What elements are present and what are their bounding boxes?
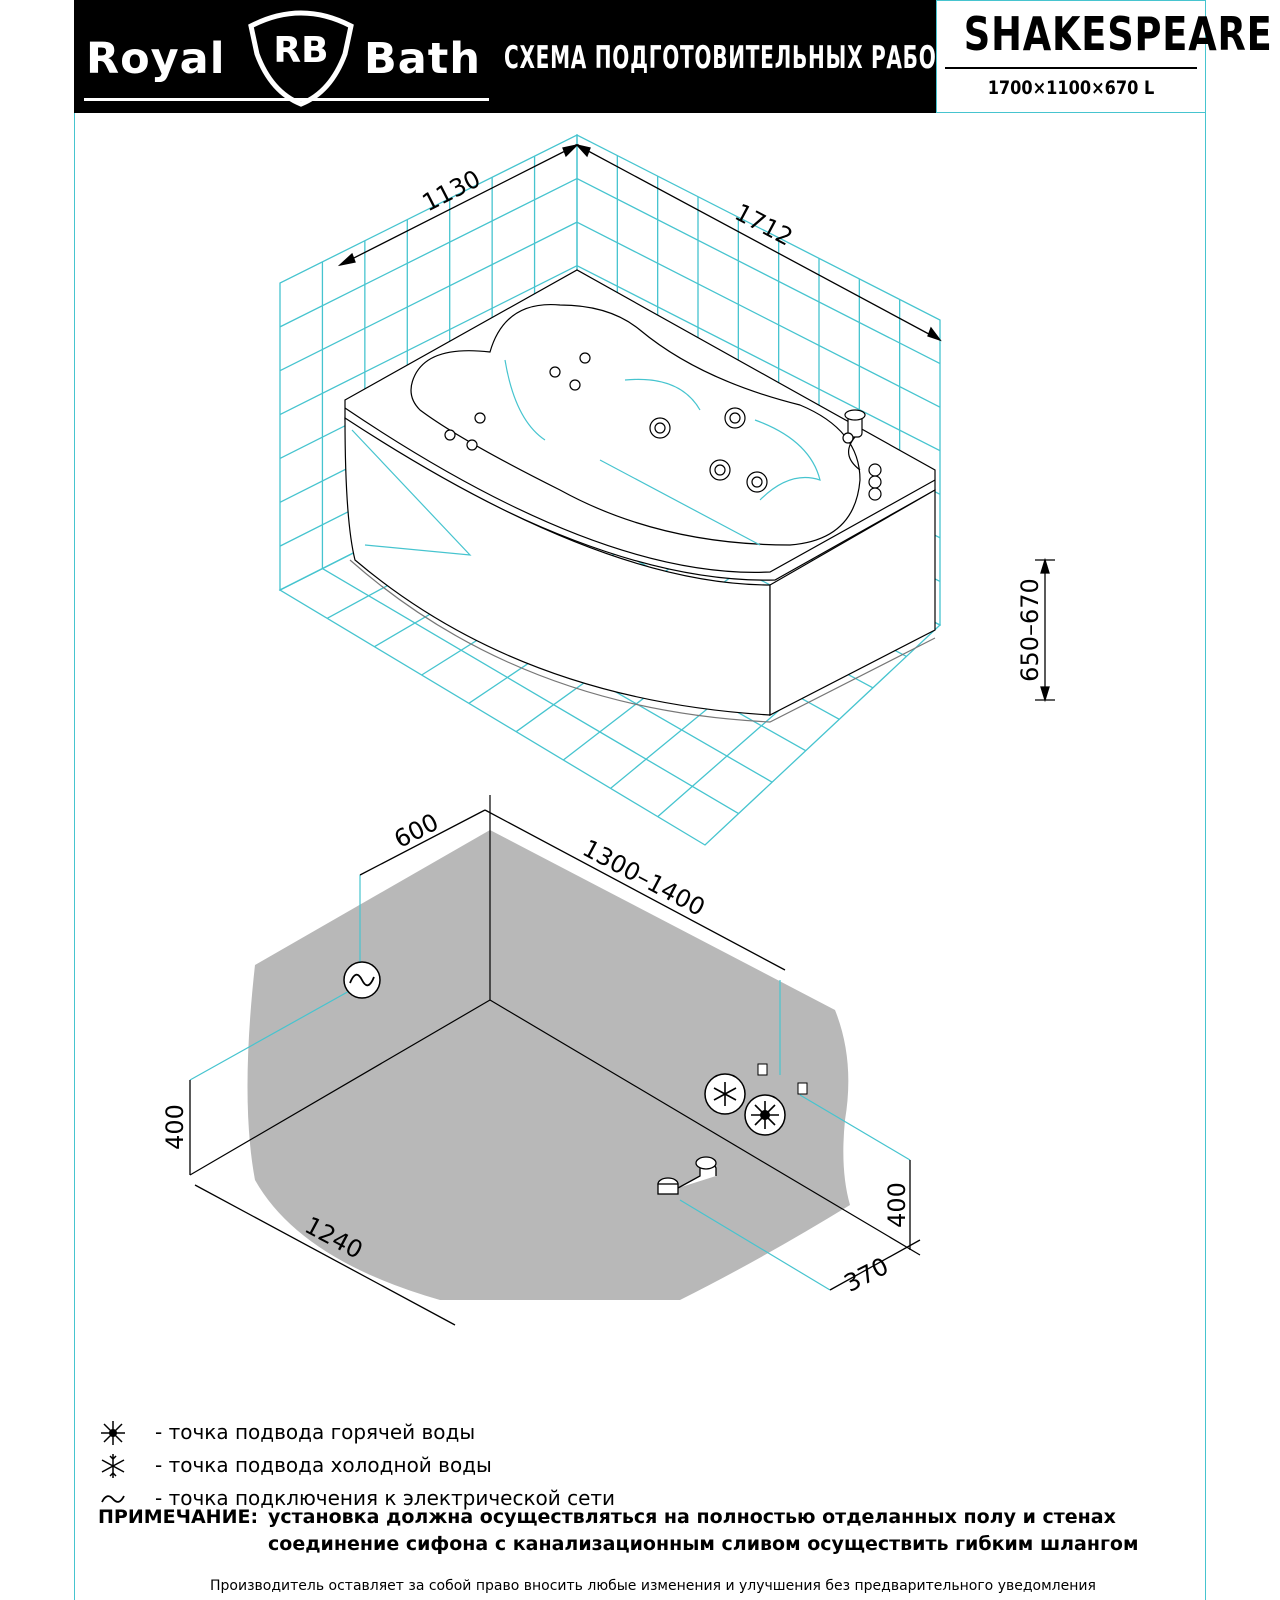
svg-text:RB: RB — [273, 30, 328, 71]
dim-right-height-label: 400 — [883, 1182, 911, 1228]
tile-grid-line — [576, 265, 941, 452]
tile-grid-line — [279, 221, 578, 372]
page-title: СХЕМА ПОДГОТОВИТЕЛЬНЫХ РАБОТ — [504, 40, 951, 76]
cold-water-icon — [101, 1454, 125, 1478]
jet-nozzles — [444, 352, 768, 493]
faucet-controls — [842, 409, 882, 501]
model-divider — [945, 67, 1197, 69]
model-dimensions: 1700×1100×670 L — [987, 77, 1155, 99]
hot-water-icon — [101, 1421, 125, 1445]
top-dimension-lines — [337, 143, 1055, 703]
tile-grid-line — [322, 568, 739, 815]
tile-grid-line — [576, 221, 941, 408]
drain-siphon-icon — [657, 1156, 717, 1195]
dim-length-label: 1712 — [730, 198, 797, 251]
disclaimer: Производитель оставляет за собой право в… — [210, 1578, 1096, 1594]
frame-left-border — [74, 113, 75, 1600]
dim-height-label: 650–670 — [1016, 578, 1044, 682]
brand-left-word: Royal — [86, 34, 226, 84]
legend-label-power: - точка подключения к электрической сети — [155, 1486, 616, 1510]
tile-grid-line — [279, 265, 578, 416]
power-outlet-icon — [101, 1495, 125, 1503]
note-label: ПРИМЕЧАНИЕ: — [98, 1506, 259, 1528]
bathtub — [344, 269, 936, 723]
note-line-2: соединение сифона с канализационным слив… — [268, 1533, 1139, 1555]
dim-left-height-label: 400 — [161, 1104, 189, 1150]
brand-right-word: Bath — [364, 34, 481, 84]
hot-water-icon — [744, 1082, 808, 1136]
cold-water-icon — [704, 1063, 768, 1115]
brand-underline — [84, 98, 489, 101]
frame-right-border — [1205, 113, 1206, 1600]
legend-label-cold: - точка подвода холодной воды — [155, 1453, 492, 1477]
tile-grid-line — [279, 177, 578, 328]
power-outlet-icon — [343, 961, 381, 999]
brand-banner: Royal RB Bath СХЕМА ПОДГОТОВИТЕЛЬНЫХ РАБ… — [74, 0, 950, 113]
dim-power-offset-label: 600 — [390, 808, 444, 854]
utility-corner — [189, 795, 921, 1326]
note-line-1: установка должна осуществляться на полно… — [268, 1506, 1116, 1528]
tile-grid-line — [576, 177, 941, 365]
legend-label-hot: - точка подвода горячей воды — [155, 1420, 476, 1444]
brand-shield-logo: RB — [248, 10, 354, 107]
